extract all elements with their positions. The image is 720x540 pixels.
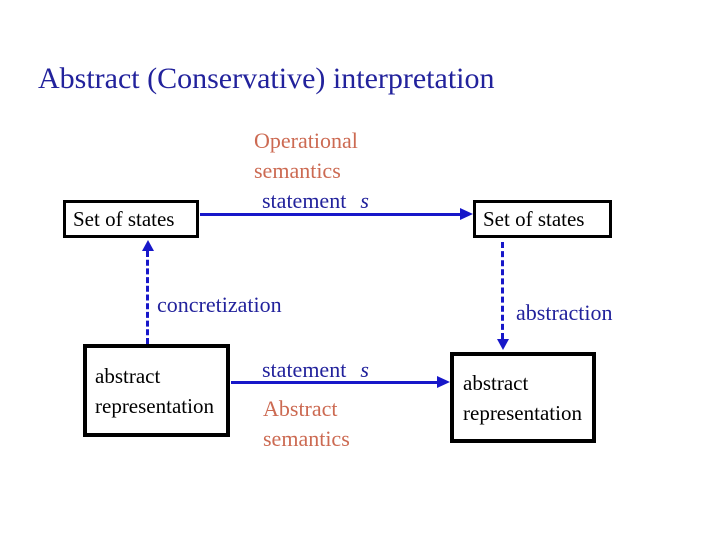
set-of-states-label-right: Set of states [483,206,585,231]
abstract-representation-box-left: abstract representation [83,344,230,437]
abstraction-label: abstraction [516,300,613,325]
set-of-states-box-right: Set of states [473,200,612,238]
operational-semantics-line1: Operational [254,128,358,153]
top-statement-arrow-line [200,213,461,216]
concretization-label: concretization [157,292,282,317]
bottom-statement-label: statement s [262,357,369,383]
set-of-states-label-left: Set of states [73,206,175,231]
bottom-statement-arrow-line [231,381,438,384]
abstract-semantics-line2: semantics [263,426,350,451]
set-of-states-box-left: Set of states [63,200,199,238]
abstract-representation-left-line2: representation [95,393,214,418]
concretization-arrowhead-up-icon [142,240,154,251]
top-statement-text: statement [262,188,347,213]
abstract-semantics-label: Abstract semantics [263,394,350,454]
bottom-statement-text: statement [262,357,347,382]
top-statement-arrowhead-icon [460,208,473,220]
bottom-statement-var: s [360,357,369,382]
operational-semantics-line2: semantics [254,158,341,183]
abstract-representation-left-line1: abstract [95,363,161,388]
slide-title: Abstract (Conservative) interpretation [38,62,495,95]
top-statement-label: statement s [262,188,369,214]
abstraction-arrowhead-down-icon [497,339,509,350]
abstract-representation-right-line2: representation [463,400,582,425]
abstraction-dashed-line [501,242,504,339]
bottom-statement-arrowhead-icon [437,376,450,388]
abstract-representation-box-right: abstract representation [450,352,596,443]
abstract-semantics-line1: Abstract [263,396,338,421]
abstract-representation-right-line1: abstract [463,370,529,395]
top-statement-var: s [360,188,369,213]
concretization-dashed-line [146,251,149,344]
operational-semantics-label: Operational semantics [254,126,358,186]
